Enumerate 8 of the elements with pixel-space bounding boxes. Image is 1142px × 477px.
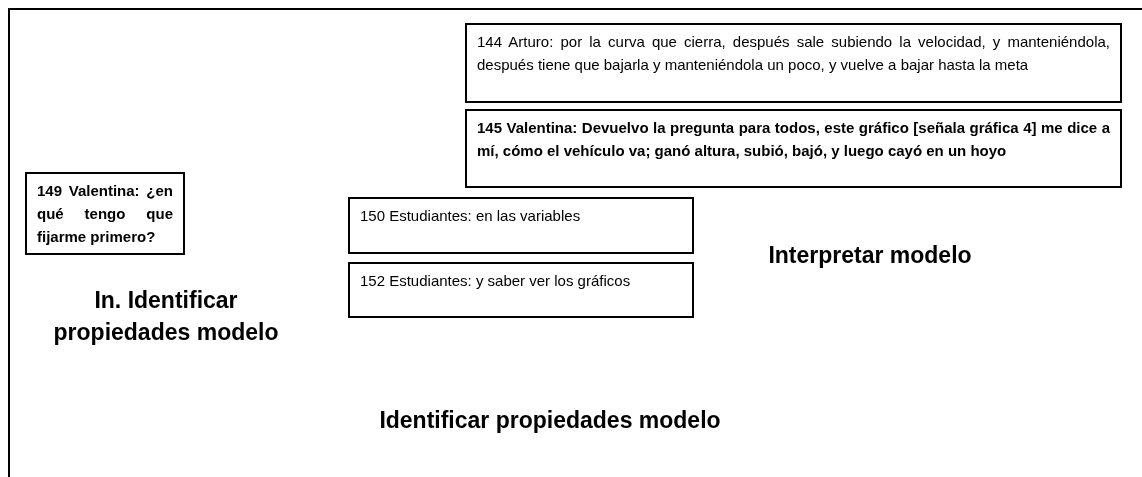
category-heading: Identificar propiedades modelo <box>378 406 722 435</box>
quote-box: 144 Arturo: por la curva que cierra, después sale subiendo la velocidad, y manteniéndola, después tiene que bajarla y manteniéndola un poco, y vuelve a bajar hasta la meta <box>465 23 1122 103</box>
quote-box: 152 Estudiantes: y saber ver los gráficos <box>348 262 694 318</box>
quote-box: 149 Valentina: ¿en qué tengo que fijarme primero? <box>25 172 185 255</box>
quote-box: 150 Estudiantes: en las variables <box>348 197 694 254</box>
category-heading: In. Identificar propiedades modelo <box>52 286 280 347</box>
quote-box: 145 Valentina: Devuelvo la pregunta para todos, este gráfico [señala gráfica 4] me dice a mí, cómo el vehículo va; ganó altura, subió, bajó, y luego cayó en un hoyo <box>465 109 1122 188</box>
category-heading: Interpretar modelo <box>767 241 973 270</box>
